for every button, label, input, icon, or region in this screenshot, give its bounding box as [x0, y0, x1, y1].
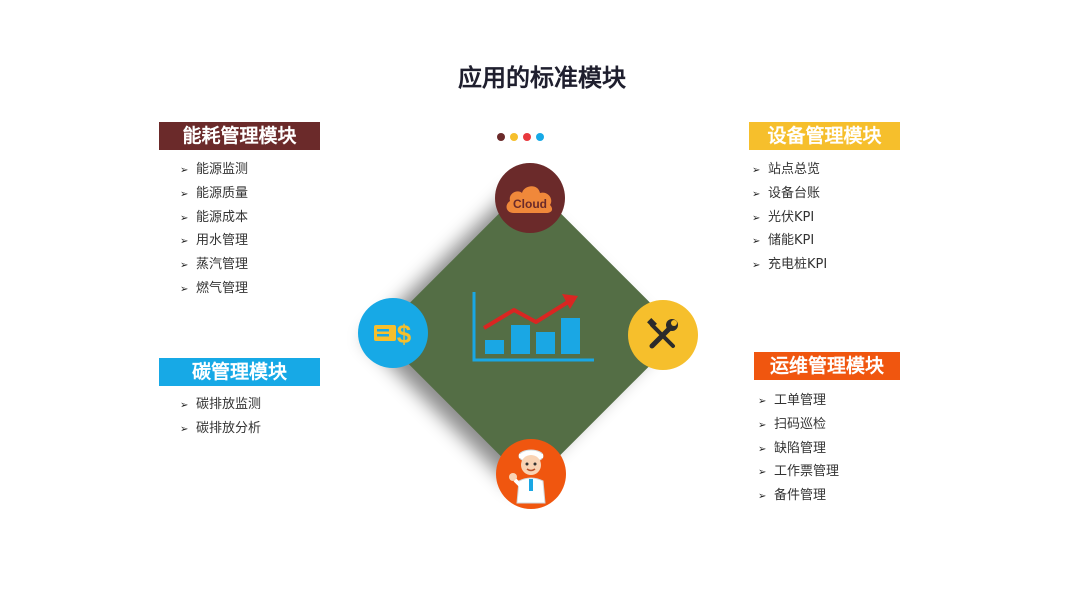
svg-text:$: $ [397, 319, 412, 348]
list-item: ➢备件管理 [758, 485, 839, 509]
list-item: ➢碳排放监测 [180, 394, 261, 418]
bullet-arrow-icon: ➢ [752, 188, 761, 200]
list-item: ➢工单管理 [758, 390, 839, 414]
tools-icon [647, 318, 678, 349]
list-item: ➢蒸汽管理 [180, 254, 248, 278]
bullet-arrow-icon: ➢ [758, 467, 767, 479]
bullet-arrow-icon: ➢ [758, 491, 767, 503]
bullet-arrow-icon: ➢ [180, 212, 189, 224]
cloud-icon: Cloud [506, 186, 553, 213]
bullet-arrow-icon: ➢ [180, 400, 189, 411]
list-item: ➢能源成本 [180, 207, 248, 231]
cloud-circle: Cloud [495, 163, 565, 233]
dot [497, 133, 505, 141]
bullet-arrow-icon: ➢ [180, 165, 189, 176]
bullet-arrow-icon: ➢ [752, 212, 761, 224]
carbon-module-list: ➢碳排放监测 ➢碳排放分析 [180, 394, 261, 442]
carbon-module-label: 碳管理模块 [159, 358, 320, 386]
dot [510, 133, 518, 141]
money-card-icon: $ [374, 319, 412, 348]
list-item: ➢站点总览 [752, 159, 827, 183]
dot [523, 133, 531, 141]
equipment-module-label: 设备管理模块 [749, 122, 900, 150]
list-item: ➢充电桩KPI [752, 254, 827, 278]
equipment-module-list: ➢站点总览 ➢设备台账 ➢光伏KPI ➢储能KPI ➢充电桩KPI [752, 159, 827, 278]
bullet-arrow-icon: ➢ [752, 236, 761, 248]
list-item: ➢设备台账 [752, 183, 827, 207]
bullet-arrow-icon: ➢ [752, 165, 761, 176]
list-item: ➢碳排放分析 [180, 418, 261, 442]
svg-text:Cloud: Cloud [513, 197, 547, 211]
bullet-arrow-icon: ➢ [758, 419, 767, 431]
list-item: ➢能源质量 [180, 183, 248, 207]
bullet-arrow-icon: ➢ [180, 188, 189, 200]
tools-circle [628, 300, 698, 370]
finance-circle: $ [358, 298, 428, 368]
bullet-arrow-icon: ➢ [180, 283, 189, 295]
operations-module-label: 运维管理模块 [754, 352, 900, 380]
operations-module-list: ➢工单管理 ➢扫码巡检 ➢缺陷管理 ➢工作票管理 ➢备件管理 [758, 390, 839, 509]
list-item: ➢工作票管理 [758, 461, 839, 485]
list-item: ➢燃气管理 [180, 278, 248, 302]
dot [536, 133, 544, 141]
list-item: ➢储能KPI [752, 230, 827, 254]
list-item: ➢光伏KPI [752, 207, 827, 231]
bullet-arrow-icon: ➢ [758, 443, 767, 455]
bullet-arrow-icon: ➢ [180, 236, 189, 248]
list-item: ➢能源监测 [180, 159, 248, 183]
page-title: 应用的标准模块 [458, 64, 626, 92]
energy-module-list: ➢能源监测 ➢能源质量 ➢能源成本 ➢用水管理 ➢蒸汽管理 ➢燃气管理 [180, 159, 248, 302]
growth-chart-icon [472, 292, 594, 362]
bullet-arrow-icon: ➢ [180, 423, 189, 435]
bullet-arrow-icon: ➢ [752, 260, 761, 272]
bullet-arrow-icon: ➢ [180, 260, 189, 272]
engineer-circle [496, 439, 566, 509]
list-item: ➢用水管理 [180, 230, 248, 254]
list-item: ➢扫码巡检 [758, 414, 839, 438]
bullet-arrow-icon: ➢ [758, 396, 767, 407]
list-item: ➢缺陷管理 [758, 438, 839, 462]
energy-module-label: 能耗管理模块 [159, 122, 320, 150]
engineer-avatar-icon [509, 449, 546, 504]
